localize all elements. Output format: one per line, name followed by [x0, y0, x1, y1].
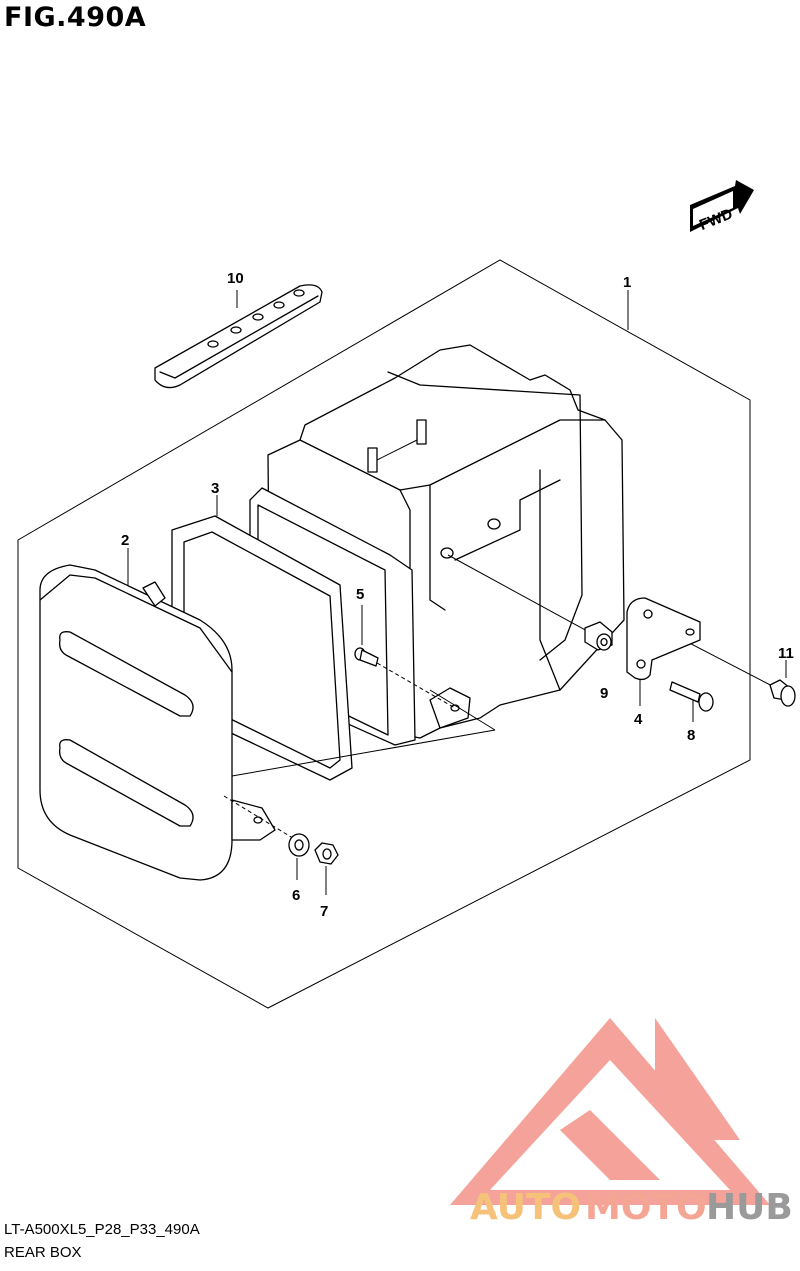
watermark-brand: AUTO MOTO HUB — [470, 1187, 793, 1228]
watermark-auto: AUTO — [470, 1187, 581, 1228]
callout-11: 11 — [778, 645, 794, 662]
callout-8: 8 — [687, 727, 695, 744]
callout-10: 10 — [227, 270, 244, 287]
figure-code: LT-A500XL5_P28_P33_490A — [4, 1221, 200, 1238]
grommet-axis-9 — [447, 554, 601, 639]
fwd-arrow-badge: FWD — [690, 180, 754, 234]
callout-6: 6 — [292, 887, 300, 904]
callout-5: 5 — [356, 586, 364, 603]
part-10-strap — [154, 284, 323, 389]
figure-name: REAR BOX — [4, 1244, 82, 1261]
callout-7: 7 — [320, 903, 328, 920]
nut-axis-6 — [223, 795, 297, 841]
watermark-stripe — [655, 1018, 740, 1140]
part-5-screw — [354, 605, 379, 667]
attachment-line-2 — [429, 689, 496, 731]
part-2-lid — [39, 548, 276, 881]
callout-2: 2 — [121, 532, 129, 549]
part-4-bracket — [626, 597, 701, 706]
part-9-grommet — [584, 621, 613, 651]
watermark-stripe-2 — [560, 1110, 660, 1180]
callout-3: 3 — [211, 480, 219, 497]
watermark-moto: MOTO — [585, 1187, 707, 1228]
assembly-boundary — [17, 259, 751, 1009]
part-8-screw — [669, 681, 714, 722]
callout-1: 1 — [623, 274, 631, 291]
callout-9: 9 — [600, 685, 608, 702]
part-6-washer — [288, 833, 310, 880]
callout-4: 4 — [634, 711, 643, 728]
screw-axis-5 — [364, 655, 456, 709]
part-7-nut — [314, 842, 339, 895]
watermark-logo — [450, 1018, 770, 1205]
figure-title: FIG.490A — [4, 2, 147, 33]
attachment-line — [231, 729, 496, 777]
part-11-bolt — [769, 660, 796, 707]
watermark-hub: HUB — [706, 1187, 793, 1228]
watermark-triangle-inner — [490, 1060, 730, 1190]
